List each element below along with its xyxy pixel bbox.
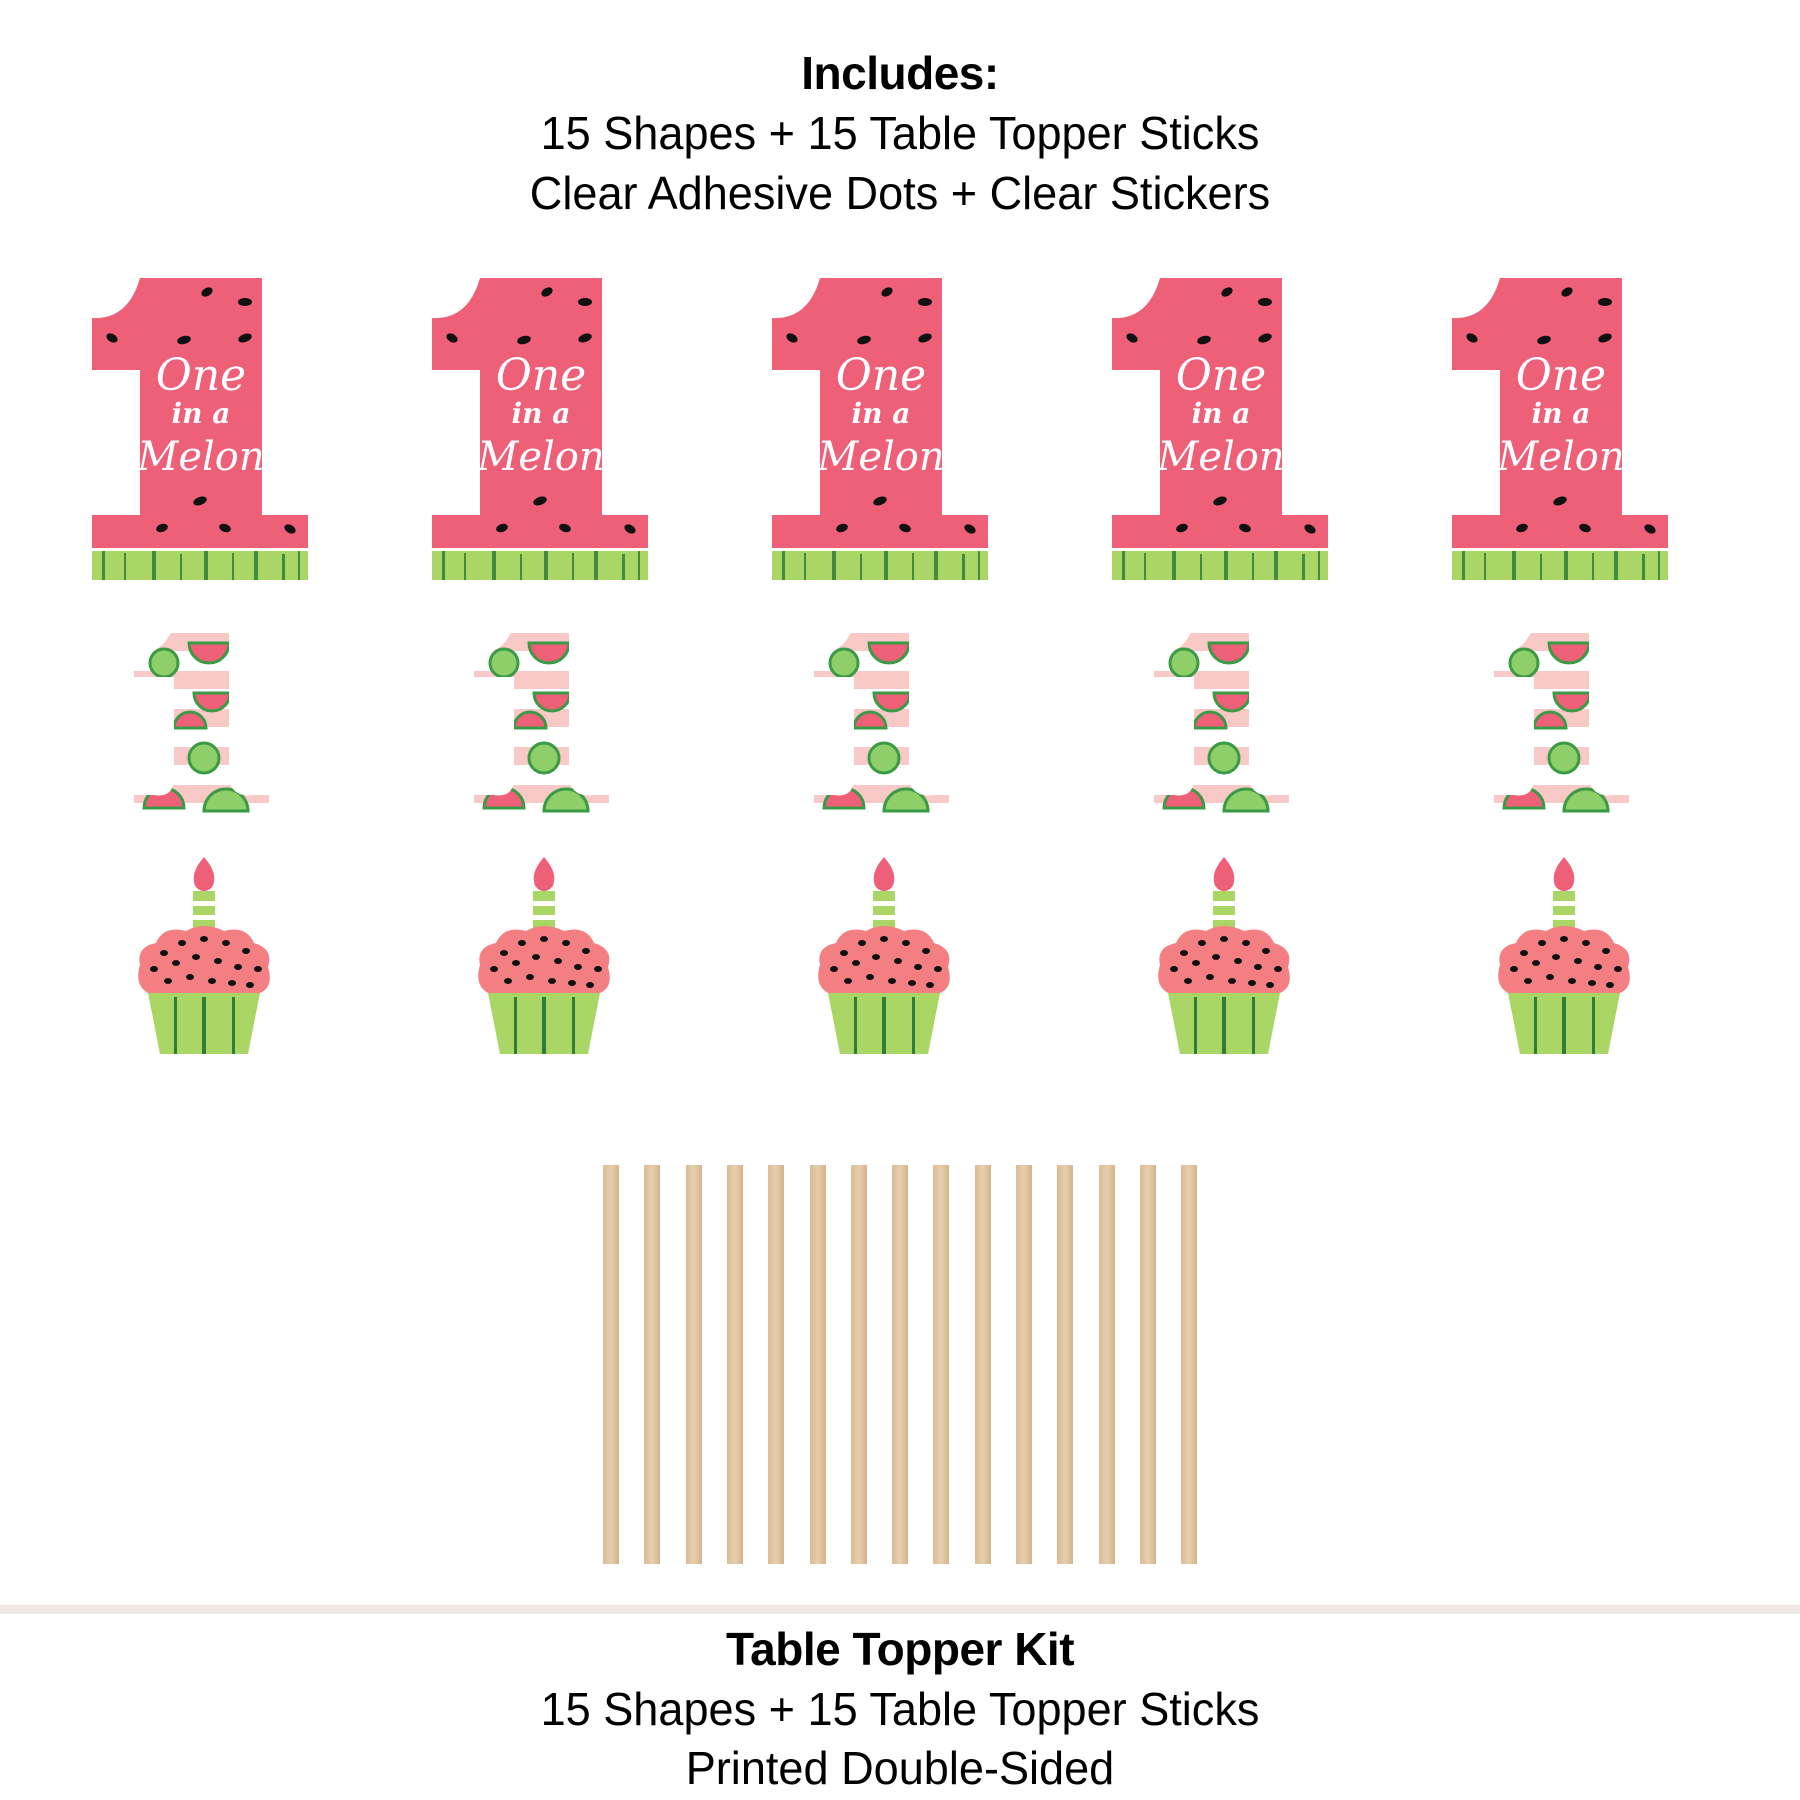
shape-text-one: One <box>836 350 926 401</box>
big-number-one-shape: One in a Melon <box>1112 278 1328 580</box>
section-divider <box>0 1605 1800 1614</box>
shape-text-one: One <box>496 350 586 401</box>
topper-stick <box>726 1165 743 1564</box>
topper-stick <box>768 1165 785 1564</box>
kit-title: Table Topper Kit <box>725 1623 1075 1675</box>
cupcake-shape <box>1494 857 1634 1054</box>
topper-stick <box>1057 1165 1074 1564</box>
topper-stick <box>644 1165 661 1564</box>
topper-stick <box>892 1165 909 1564</box>
kit-line-2: Printed Double-Sided <box>685 1742 1115 1794</box>
cupcake-shape <box>134 857 274 1054</box>
cupcake-shape <box>474 857 614 1054</box>
shape-text-melon: Melon <box>816 434 944 480</box>
topper-stick <box>1098 1165 1115 1564</box>
shape-text-in-a: in a <box>512 397 571 430</box>
topper-stick <box>1181 1165 1198 1564</box>
topper-stick <box>1139 1165 1156 1564</box>
cupcake-shape <box>1154 857 1294 1054</box>
includes-line-1: 15 Shapes + 15 Table Topper Sticks <box>540 107 1260 159</box>
shape-text-in-a: in a <box>1192 397 1251 430</box>
patterned-number-one-shape <box>1154 623 1289 820</box>
topper-stick <box>809 1165 826 1564</box>
topper-stick <box>603 1165 619 1564</box>
shape-text-one: One <box>1516 350 1606 401</box>
shape-text-in-a: in a <box>172 397 231 430</box>
shape-text-melon: Melon <box>1156 434 1284 480</box>
big-number-one-shape: One in a Melon <box>92 278 308 580</box>
topper-stick <box>1016 1165 1032 1564</box>
topper-stick <box>850 1165 867 1564</box>
big-number-one-shape: One in a Melon <box>1452 278 1668 580</box>
shape-text-one: One <box>156 350 246 401</box>
patterned-number-one-shape <box>134 623 269 820</box>
patterned-number-one-shape <box>474 623 609 820</box>
includes-heading: Includes: <box>801 47 999 99</box>
shape-text-in-a: in a <box>1532 397 1591 430</box>
topper-stick <box>685 1165 702 1564</box>
topper-stick <box>974 1165 991 1564</box>
topper-stick <box>933 1165 950 1564</box>
shape-text-melon: Melon <box>1496 434 1624 480</box>
big-number-one-shape: One in a Melon <box>432 278 648 580</box>
big-number-one-shape: One in a Melon <box>772 278 988 580</box>
shape-text-melon: Melon <box>476 434 604 480</box>
shape-text-one: One <box>1176 350 1266 401</box>
kit-line-1: 15 Shapes + 15 Table Topper Sticks <box>540 1683 1260 1735</box>
patterned-number-one-shape <box>1494 623 1629 820</box>
cupcake-shape <box>814 857 954 1054</box>
shape-text-in-a: in a <box>852 397 911 430</box>
patterned-number-one-shape <box>814 623 949 820</box>
shape-text-melon: Melon <box>136 434 264 480</box>
includes-line-2: Clear Adhesive Dots + Clear Stickers <box>529 167 1271 219</box>
